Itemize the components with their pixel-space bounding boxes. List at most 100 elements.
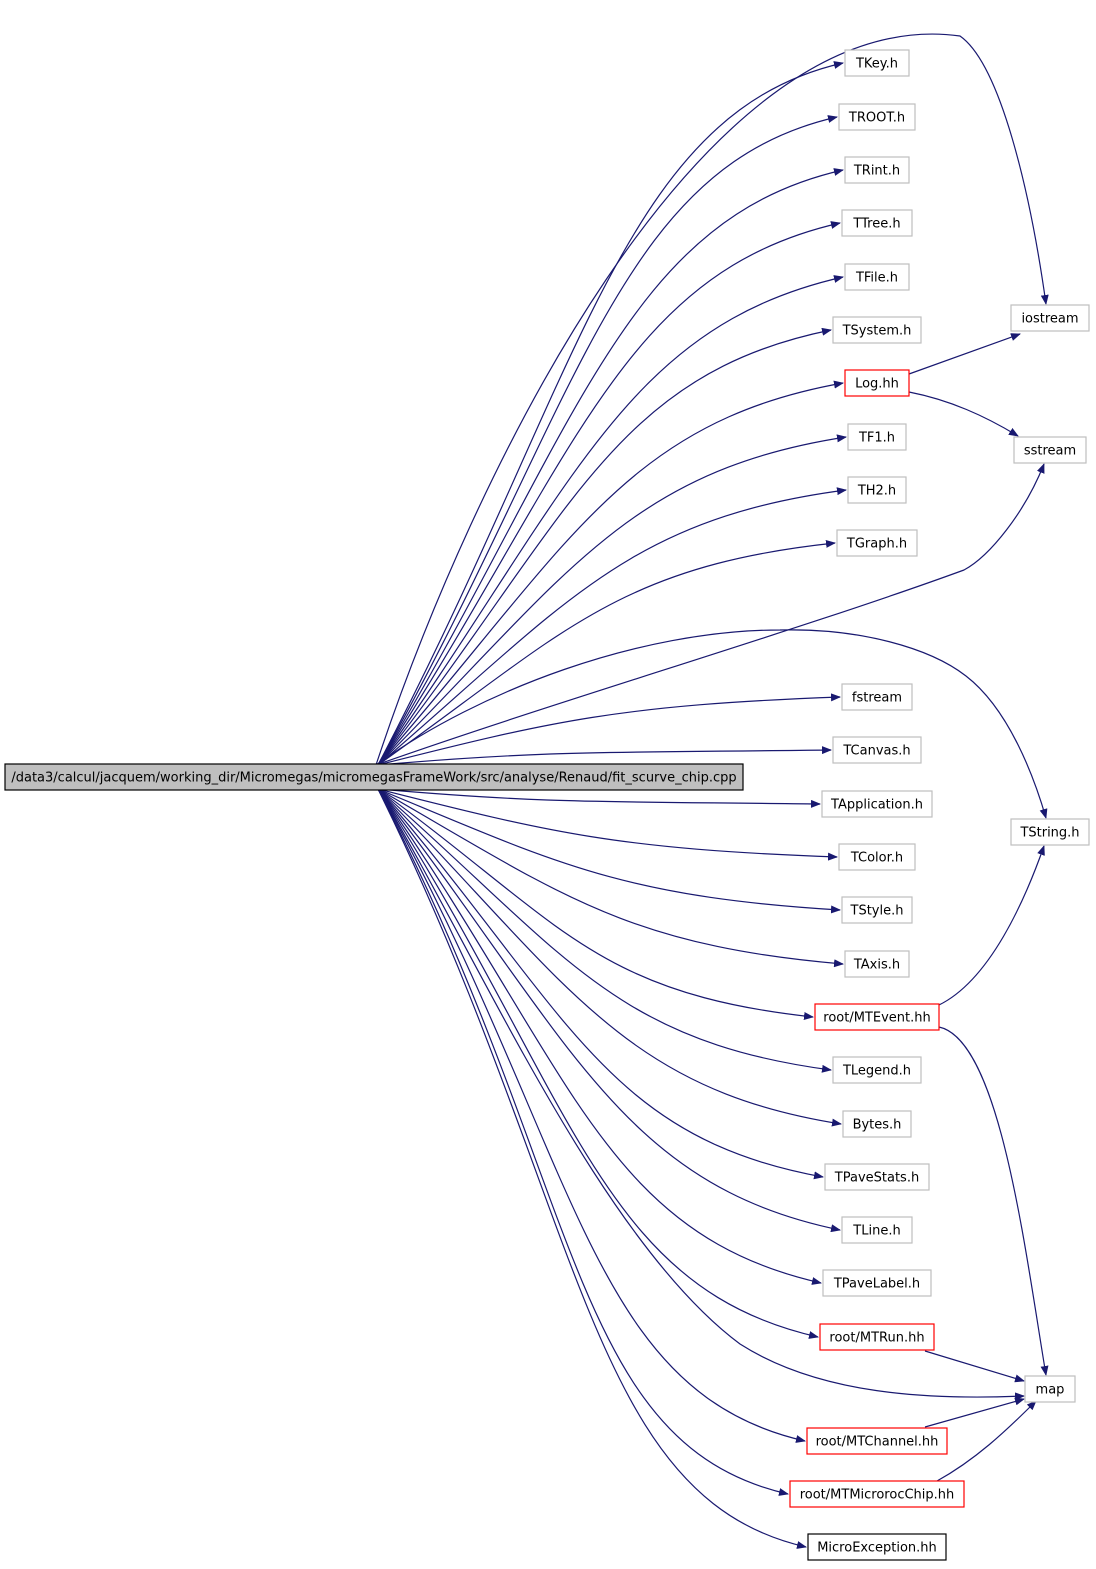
nodes-layer: /data3/calcul/jacquem/working_dir/Microm…	[4, 49, 1090, 1561]
node-box-map	[1024, 1375, 1076, 1403]
node-tline[interactable]: TLine.h	[841, 1216, 913, 1244]
node-tgraph[interactable]: TGraph.h	[836, 529, 918, 557]
edge-root-to-tpavestats	[377, 788, 824, 1180]
node-label-tkey: TKey.h	[855, 57, 898, 72]
edge-root-to-tpavelabel	[377, 788, 822, 1285]
edge-root-to-log	[377, 380, 844, 766]
node-sstream[interactable]: sstream	[1013, 436, 1087, 464]
node-box-tapplication	[821, 790, 933, 818]
edge-root-to-tcanvas	[377, 746, 832, 766]
node-tcolor[interactable]: TColor.h	[838, 843, 916, 871]
node-label-root: /data3/calcul/jacquem/working_dir/Microm…	[11, 771, 736, 786]
edge-root-to-mtrun	[377, 788, 819, 1339]
node-tcanvas[interactable]: TCanvas.h	[832, 736, 922, 764]
node-tfile[interactable]: TFile.h	[844, 263, 910, 291]
node-tlegend[interactable]: TLegend.h	[832, 1056, 922, 1084]
edge-root-to-iostream	[375, 33, 1049, 766]
node-label-tsystem: TSystem.h	[842, 324, 912, 339]
node-label-tgraph: TGraph.h	[846, 537, 907, 552]
edge-root-to-tline	[377, 788, 841, 1233]
node-box-mtchannel	[806, 1427, 948, 1455]
edge-root-to-tsystem	[377, 327, 832, 766]
node-tapplication[interactable]: TApplication.h	[821, 790, 933, 818]
node-troot[interactable]: TROOT.h	[838, 103, 916, 131]
edge-log-to-iostream	[908, 333, 1021, 375]
node-label-tpavestats: TPaveStats.h	[834, 1171, 919, 1186]
node-box-trint	[844, 156, 910, 184]
node-label-tline: TLine.h	[852, 1224, 900, 1239]
edge-mtevent-to-map	[938, 1026, 1049, 1376]
edge-mtmicrorocchip-to-map	[936, 1400, 1037, 1482]
edge-root-to-th2	[377, 487, 847, 766]
edge-root-to-microexception	[377, 788, 807, 1549]
node-label-tfile: TFile.h	[855, 271, 898, 286]
node-label-map: map	[1036, 1383, 1065, 1398]
edge-root-to-tf1	[377, 434, 847, 766]
node-mtchannel[interactable]: root/MTChannel.hh	[806, 1427, 948, 1455]
node-label-trint: TRint.h	[853, 164, 900, 179]
node-box-tlegend	[832, 1056, 922, 1084]
node-iostream[interactable]: iostream	[1010, 304, 1090, 332]
node-label-mtmicrorocchip: root/MTMicrorocChip.hh	[800, 1488, 955, 1503]
node-label-ttree: TTree.h	[852, 217, 900, 232]
edge-root-to-bytes	[377, 788, 842, 1127]
node-box-bytes	[842, 1110, 912, 1138]
node-label-tpavelabel: TPaveLabel.h	[833, 1277, 920, 1292]
node-box-mtrun	[819, 1323, 935, 1351]
node-box-tline	[841, 1216, 913, 1244]
node-label-tf1: TF1.h	[858, 431, 895, 446]
node-box-tgraph	[836, 529, 918, 557]
node-label-mtrun: root/MTRun.hh	[829, 1331, 924, 1346]
node-tpavelabel[interactable]: TPaveLabel.h	[822, 1269, 932, 1297]
node-box-fstream	[841, 683, 913, 711]
edge-root-to-tlegend	[377, 788, 832, 1073]
node-label-taxis: TAxis.h	[853, 958, 900, 973]
edge-root-to-tfile	[377, 275, 844, 766]
node-tsystem[interactable]: TSystem.h	[832, 316, 922, 344]
node-mtrun[interactable]: root/MTRun.hh	[819, 1323, 935, 1351]
node-box-mtevent	[814, 1003, 940, 1031]
node-bytes[interactable]: Bytes.h	[842, 1110, 912, 1138]
node-mtevent[interactable]: root/MTEvent.hh	[814, 1003, 940, 1031]
node-taxis[interactable]: TAxis.h	[844, 950, 910, 978]
node-mtmicrorocchip[interactable]: root/MTMicrorocChip.hh	[789, 1480, 965, 1508]
node-box-taxis	[844, 950, 910, 978]
edge-root-to-ttree	[377, 221, 841, 766]
node-label-tlegend: TLegend.h	[842, 1064, 911, 1079]
edge-root-to-fstream	[377, 693, 841, 766]
node-label-log: Log.hh	[855, 377, 899, 392]
edge-root-to-tcolor	[377, 788, 838, 861]
node-root[interactable]: /data3/calcul/jacquem/working_dir/Microm…	[4, 763, 744, 791]
node-tf1[interactable]: TF1.h	[847, 423, 907, 451]
node-tpavestats[interactable]: TPaveStats.h	[824, 1163, 930, 1191]
node-trint[interactable]: TRint.h	[844, 156, 910, 184]
edge-root-to-sstream	[375, 463, 1045, 766]
edge-root-to-tapplication	[377, 788, 821, 808]
node-box-troot	[838, 103, 916, 131]
node-box-tpavelabel	[822, 1269, 932, 1297]
node-box-log	[844, 369, 910, 397]
node-fstream[interactable]: fstream	[841, 683, 913, 711]
node-box-tcanvas	[832, 736, 922, 764]
node-tstring[interactable]: TString.h	[1010, 818, 1090, 846]
node-microexception[interactable]: MicroException.hh	[807, 1533, 947, 1561]
node-tkey[interactable]: TKey.h	[844, 49, 910, 77]
edge-root-to-mtmicrorocchip	[377, 788, 789, 1496]
node-th2[interactable]: TH2.h	[847, 476, 907, 504]
node-log[interactable]: Log.hh	[844, 369, 910, 397]
node-label-troot: TROOT.h	[848, 111, 905, 126]
node-box-tkey	[844, 49, 910, 77]
node-label-tcolor: TColor.h	[850, 851, 903, 866]
node-ttree[interactable]: TTree.h	[841, 209, 913, 237]
node-box-mtmicrorocchip	[789, 1480, 965, 1508]
edge-root-to-trint	[377, 168, 844, 766]
node-label-bytes: Bytes.h	[853, 1118, 902, 1133]
edge-root-to-tstyle	[377, 788, 841, 914]
node-box-tfile	[844, 263, 910, 291]
node-map[interactable]: map	[1024, 1375, 1076, 1403]
node-box-microexception	[807, 1533, 947, 1561]
node-tstyle[interactable]: TStyle.h	[841, 896, 913, 924]
node-box-tstring	[1010, 818, 1090, 846]
edge-mtrun-to-map	[924, 1350, 1025, 1383]
